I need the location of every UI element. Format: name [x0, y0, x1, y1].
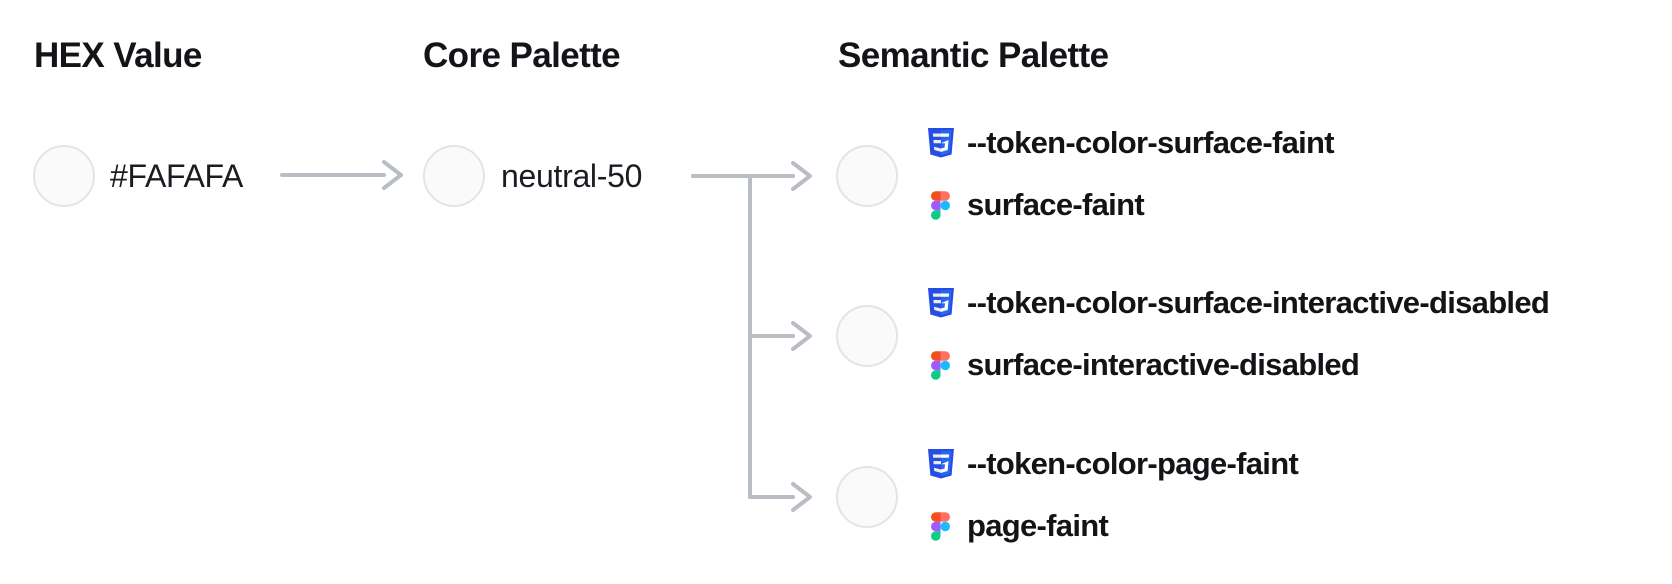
hex-color-swatch: [33, 145, 95, 207]
semantic-color-swatch: [836, 305, 898, 367]
semantic-color-swatch: [836, 466, 898, 528]
figma-token-line: surface-interactive-disabled: [927, 344, 1360, 386]
semantic-color-swatch: [836, 145, 898, 207]
figma-token-line: page-faint: [927, 505, 1109, 547]
css-variable-label: --token-color-surface-interactive-disabl…: [967, 285, 1550, 320]
core-name-label: neutral-50: [501, 157, 643, 194]
css-token-line: --token-color-surface-interactive-disabl…: [927, 282, 1550, 324]
css3-shield-icon: [927, 288, 954, 318]
semantic-palette-column-header: Semantic Palette: [838, 36, 1109, 75]
core-name-label-line: neutral-50: [501, 155, 642, 197]
core-color-swatch: [423, 145, 485, 207]
figma-name-label: surface-faint: [967, 187, 1145, 222]
arrowhead: [382, 160, 403, 190]
css-variable-label: --token-color-page-faint: [967, 446, 1299, 481]
figma-name-label: surface-interactive-disabled: [967, 347, 1360, 382]
figma-logo-icon: [927, 511, 954, 541]
arrowhead: [791, 321, 812, 351]
arrowhead: [791, 482, 812, 512]
core-palette-column-header: Core Palette: [423, 36, 621, 75]
arrowhead: [791, 161, 812, 191]
css-variable-label: --token-color-surface-faint: [967, 125, 1335, 160]
css3-shield-icon: [927, 128, 954, 158]
figma-token-line: surface-faint: [927, 184, 1145, 226]
css-token-line: --token-color-surface-faint: [927, 122, 1335, 164]
figma-logo-icon: [927, 190, 954, 220]
css3-shield-icon: [927, 449, 954, 479]
hex-value-column-header: HEX Value: [34, 36, 202, 75]
hex-value-label: #FAFAFA: [110, 157, 244, 194]
figma-name-label: page-faint: [967, 508, 1109, 543]
figma-logo-icon: [927, 350, 954, 380]
css-token-line: --token-color-page-faint: [927, 443, 1299, 485]
hex-value-label-line: #FAFAFA: [110, 155, 243, 197]
